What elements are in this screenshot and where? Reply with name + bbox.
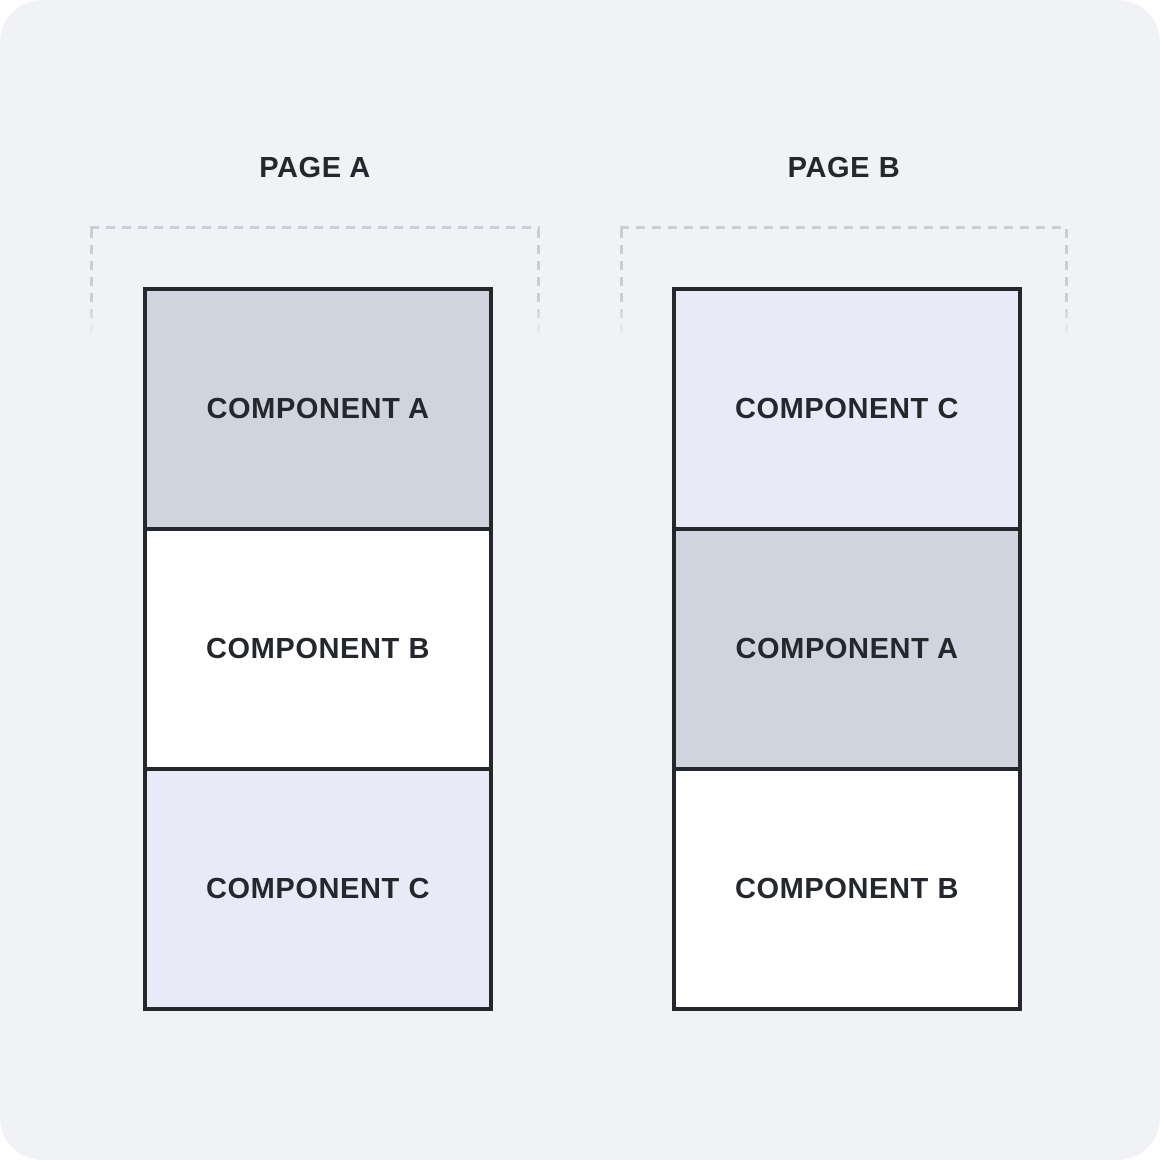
component-label: COMPONENT B [734,872,960,905]
component-block: COMPONENT B [143,527,493,771]
component-label: COMPONENT B [205,632,431,665]
component-block: COMPONENT A [143,287,493,531]
page-a-component-stack: COMPONENT A COMPONENT B COMPONENT C [143,287,493,1011]
dashed-top-border [620,226,1068,229]
dashed-top-border [90,226,540,229]
dashed-right-border [1065,229,1068,339]
component-block: COMPONENT C [143,767,493,1011]
page-b-component-stack: COMPONENT C COMPONENT A COMPONENT B [672,287,1022,1011]
component-block: COMPONENT B [672,767,1022,1011]
dashed-right-border [537,229,540,339]
page-b-title: PAGE B [787,152,901,184]
component-label: COMPONENT C [734,392,960,425]
component-block: COMPONENT A [672,527,1022,771]
dashed-left-border [90,229,93,339]
page-a-title: PAGE A [259,152,371,184]
component-label: COMPONENT C [205,872,431,905]
component-block: COMPONENT C [672,287,1022,531]
component-label: COMPONENT A [735,632,959,665]
component-label: COMPONENT A [206,392,430,425]
dashed-left-border [620,229,623,339]
